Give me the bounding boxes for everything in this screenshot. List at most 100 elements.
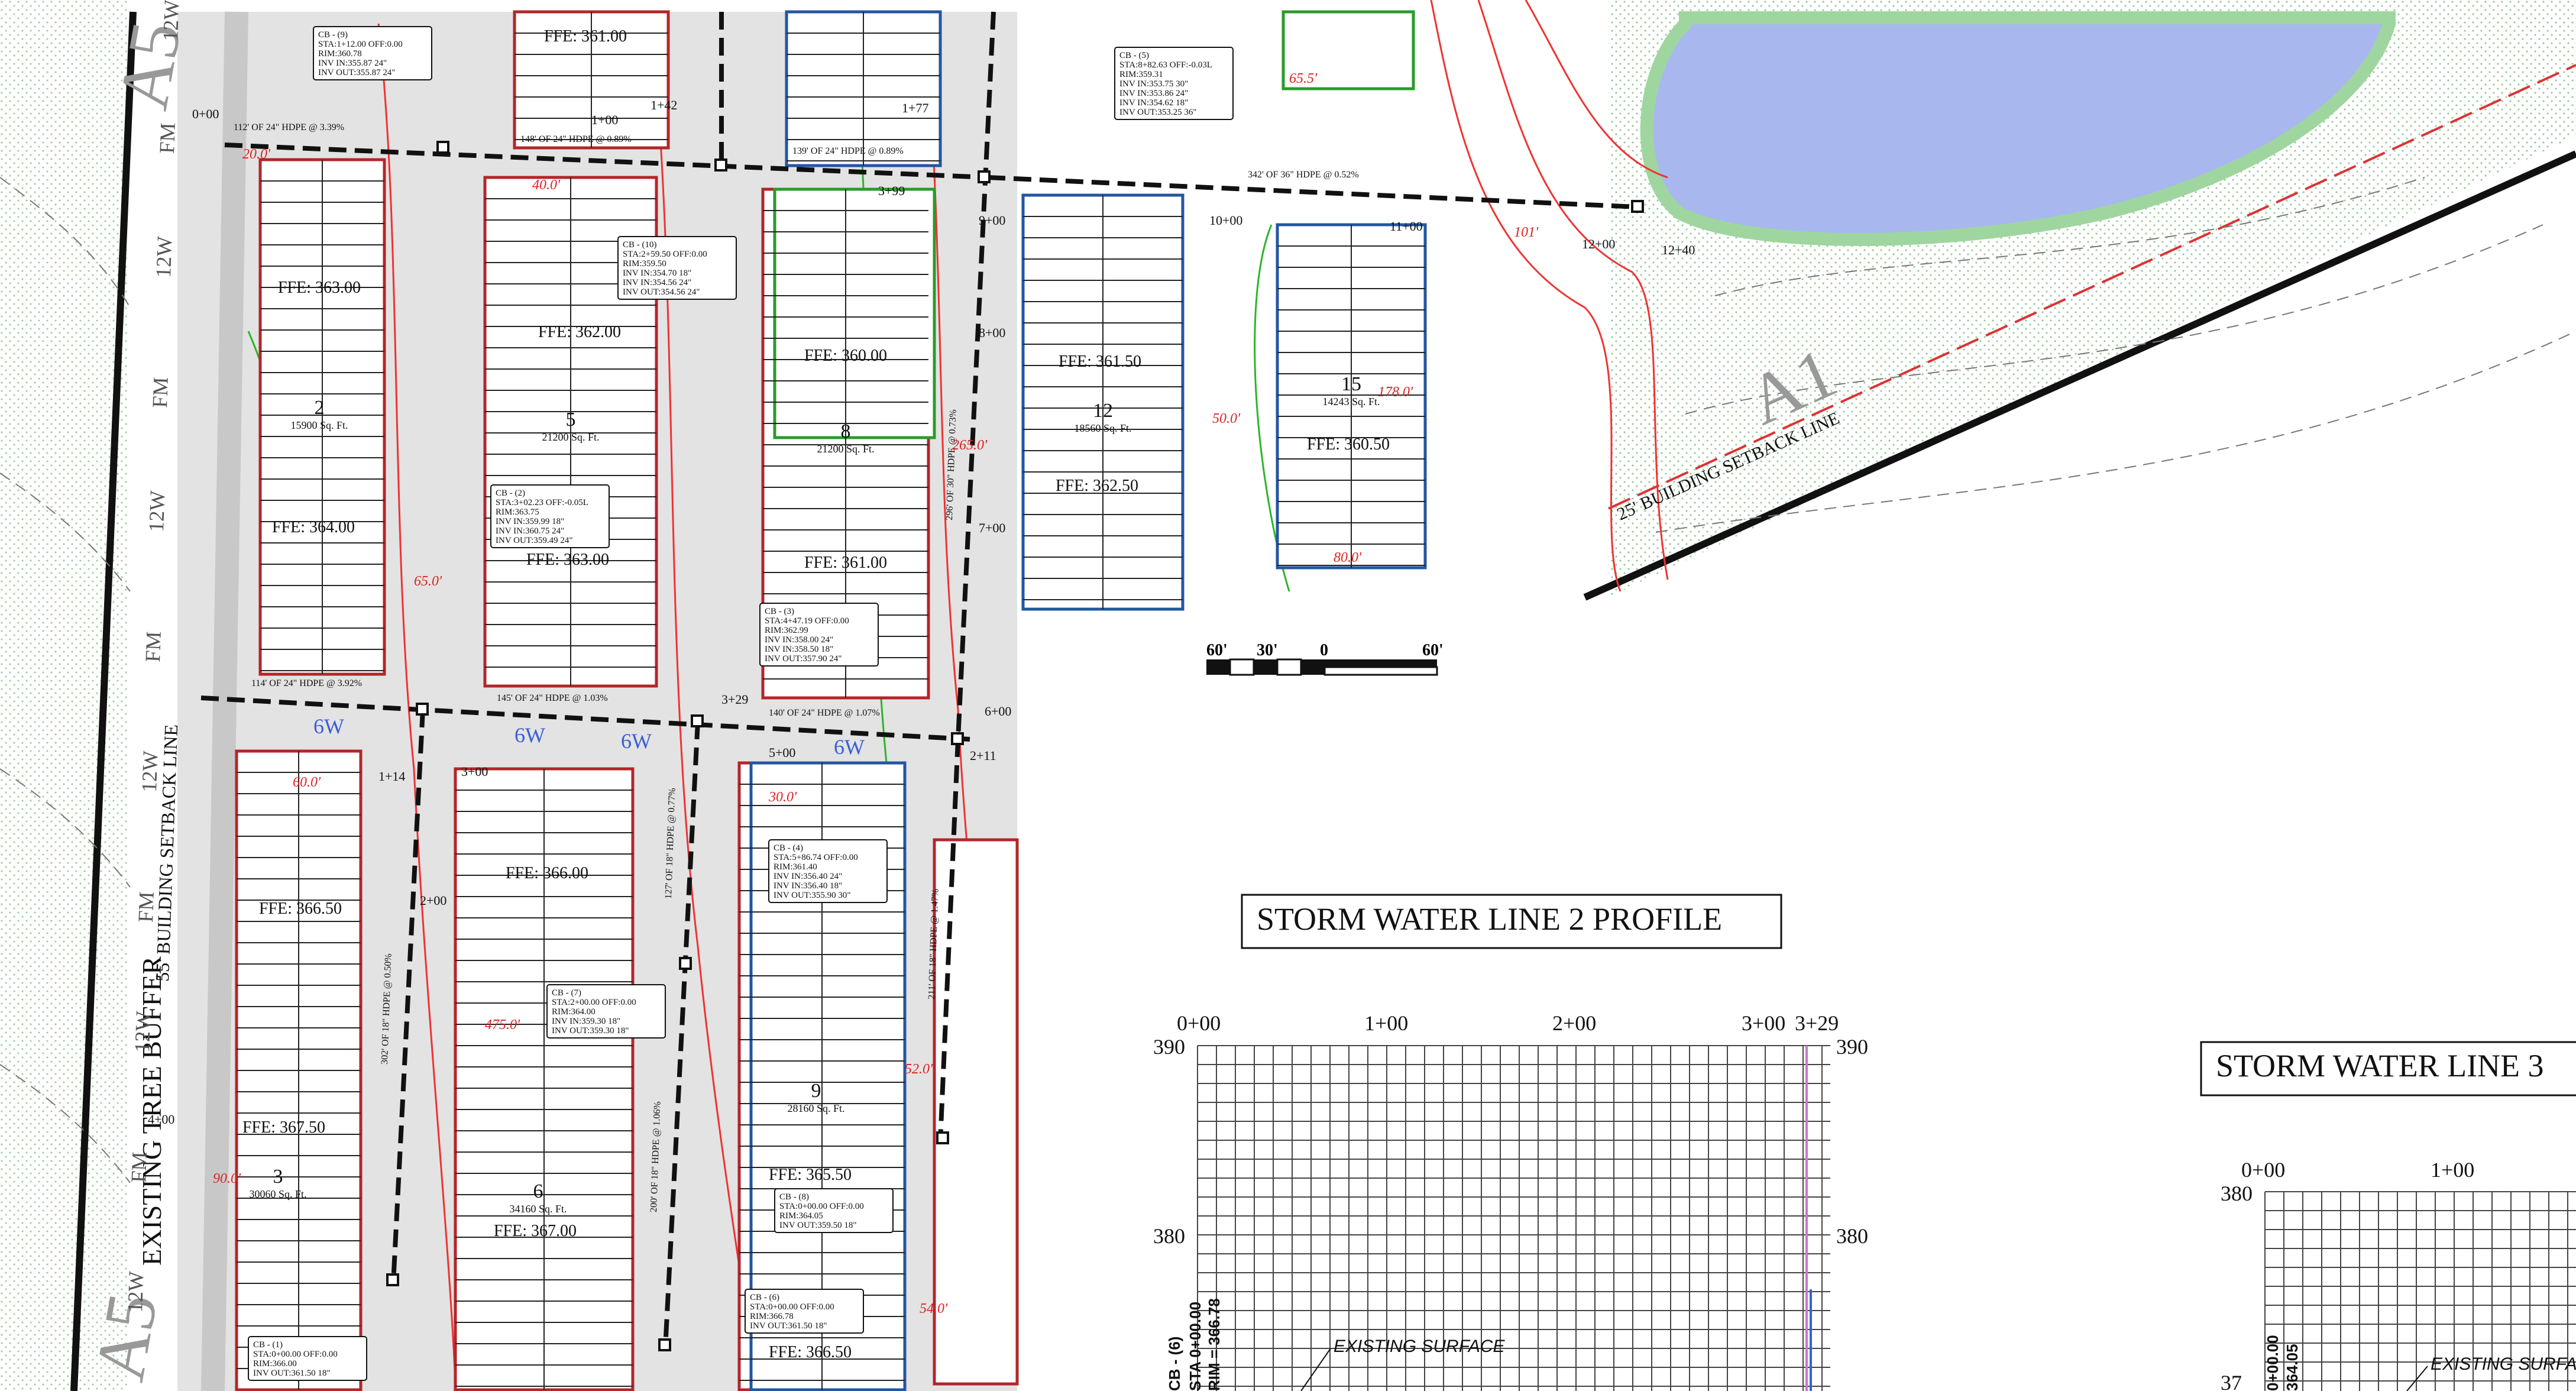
utility-label: 12W — [144, 490, 169, 532]
callout-line: INV IN:359.30 18" — [552, 1017, 620, 1026]
existing-tree-buffer-label: EXISTING TREE BUFFER — [137, 956, 167, 1266]
callout-line: INV OUT:353.25 36" — [1119, 108, 1197, 117]
dimension-label: 90.0' — [213, 1171, 241, 1186]
lot-number: 15 — [1341, 373, 1361, 395]
utility-label: 12W — [137, 751, 162, 792]
lot-ffe: FFE: 366.00 — [506, 864, 588, 882]
profile-2-x-tick-1: 1+00 — [1364, 1011, 1408, 1035]
pipe-label: 296' OF 30" HDPE @ 0.73% — [944, 409, 959, 520]
callout-line: INV IN:354.56 24" — [623, 278, 691, 287]
callout-line: INV IN:356.40 18" — [774, 881, 842, 891]
pipe-label: 140' OF 24" HDPE @ 1.07% — [769, 708, 880, 718]
callout-line: STA:4+47.19 OFF:0.00 — [765, 616, 849, 626]
lot-ffe-secondary: FFE: 362.50 — [1056, 477, 1138, 495]
dimension-label: 30.0' — [768, 790, 797, 805]
setback-line-dash — [1608, 64, 2576, 510]
scale-bar: 60' 30' 0 60' — [1206, 641, 1444, 676]
lot-ffe: FFE: 360.00 — [804, 347, 887, 365]
callout-line: CB - (9) — [318, 30, 348, 40]
callout-line: STA:8+82.63 OFF:-0.03L — [1119, 60, 1212, 70]
scale-tick-0: 60' — [1206, 641, 1228, 659]
area-label-a5-top: A5 — [103, 16, 196, 115]
lot-area: 30060 Sq. Ft. — [249, 1188, 306, 1200]
lot-ffe: FFE: 361.00 — [544, 27, 627, 46]
utility-label: FM — [155, 122, 180, 154]
profile-2-grid — [1197, 1045, 1830, 1391]
lot-number: 2 — [315, 397, 325, 419]
callout-line: RIM:359.31 — [1119, 70, 1163, 79]
utility-label: FM — [134, 891, 158, 923]
road-edge-west — [201, 11, 248, 1391]
profile-2-x-tick-4: 3+29 — [1795, 1011, 1839, 1035]
profile-2-station-label-2: STA 0+00.00 — [1186, 1302, 1204, 1391]
lot-area: 14243 Sq. Ft. — [1322, 396, 1380, 407]
dimension-label: 50.0' — [1212, 411, 1241, 426]
callout-line: INV IN:354.70 18" — [623, 269, 691, 278]
station-label: 2+00 — [420, 893, 446, 908]
station-label: 4+00 — [148, 1112, 174, 1127]
utility-label: FM — [141, 631, 166, 662]
callout-box — [745, 1289, 864, 1334]
callout-box — [546, 984, 666, 1039]
station-label: 0+00 — [192, 106, 219, 121]
callout-line: CB - (5) — [1119, 51, 1149, 60]
callout-line: INV OUT:355.90 30" — [774, 891, 851, 900]
callout-line: INV OUT:359.49 24" — [496, 536, 573, 545]
lot-number: 9 — [811, 1080, 821, 1102]
profile-3-surface-leader — [2406, 1366, 2428, 1391]
lot-ffe-secondary: FFE: 363.00 — [526, 551, 609, 569]
callout-line: RIM:366.78 — [750, 1312, 794, 1321]
existing-contours — [0, 177, 2576, 1183]
profile-2-x-tick-0: 0+00 — [1177, 1011, 1221, 1035]
pipe-label: 148' OF 24" HDPE @ 0.89% — [520, 134, 632, 144]
callout-line: RIM:364.05 — [779, 1211, 823, 1221]
pipe-labels: 112' OF 24" HDPE @ 3.39%148' OF 24" HDPE… — [234, 122, 1359, 1212]
dimension-label: 265.0' — [952, 438, 988, 453]
callout-box — [313, 26, 432, 80]
utility-label-6w: 6W — [514, 723, 545, 747]
callout-line: CB - (8) — [779, 1192, 809, 1202]
callout-line: RIM:360.78 — [318, 49, 362, 59]
utility-label-6w: 6W — [313, 714, 344, 738]
lot-ffe: FFE: 363.00 — [278, 279, 361, 297]
lot-area: 21200 Sq. Ft. — [817, 443, 874, 455]
callout-line: INV IN:360.75 24" — [496, 526, 564, 536]
blank-lower-right — [1017, 597, 2576, 1391]
station-label: 2+11 — [970, 748, 996, 763]
lot-ffe-secondary: FFE: 366.50 — [769, 1343, 852, 1361]
pipe-label: 211' OF 18" HDPE @ 1.47% — [927, 889, 941, 1000]
profile-3-y-tick-0: 380 — [2221, 1182, 2253, 1205]
utility-label-6w: 6W — [621, 729, 652, 753]
callout-box — [490, 484, 610, 548]
utility-label: 12W — [151, 236, 176, 278]
profile-2-surface-leader — [1300, 1348, 1331, 1391]
dimension-label: 54.0' — [920, 1301, 948, 1316]
station-label: 1+00 — [591, 112, 618, 127]
callout-line: INV IN:354.62 18" — [1119, 98, 1188, 108]
callout-line: INV OUT:361.50 18" — [253, 1369, 331, 1378]
utility-label: 12W — [130, 1011, 155, 1053]
callout-line: CB - (4) — [774, 843, 803, 853]
callout-line: STA:1+12.00 OFF:0.00 — [318, 40, 403, 49]
profile-3-surface-label: EXISTING SURFAC — [2431, 1354, 2576, 1374]
station-label: 7+00 — [979, 520, 1005, 535]
callout-line: INV OUT:361.50 18" — [750, 1321, 827, 1331]
callout-box — [759, 603, 879, 667]
callout-line: RIM:364.00 — [552, 1007, 596, 1017]
callout-line: INV IN:355.87 24" — [318, 59, 387, 68]
pipe-label: 114' OF 24" HDPE @ 3.92% — [251, 678, 362, 688]
callout-box — [617, 236, 737, 300]
lot-outlines-green — [773, 10, 1415, 439]
lot-ffe: FFE: 362.00 — [538, 323, 621, 341]
callout-line: RIM:361.40 — [774, 862, 817, 872]
profile-3-station-label-2: 364.05 — [2283, 1344, 2301, 1391]
callout-line: INV OUT:354.56 24" — [623, 287, 700, 297]
dimension-label: 178.0' — [1378, 384, 1413, 400]
dimension-label: 65.0' — [414, 574, 442, 589]
callout-line: STA:0+00.00 OFF:0.00 — [253, 1350, 338, 1359]
dimension-label: 20.0' — [242, 147, 271, 162]
profile-line-3: STORM WATER LINE 3 0+00 1+00 380 37 EXIS… — [2200, 1041, 2576, 1391]
lot-ffe-secondary: FFE: 361.00 — [804, 554, 887, 572]
